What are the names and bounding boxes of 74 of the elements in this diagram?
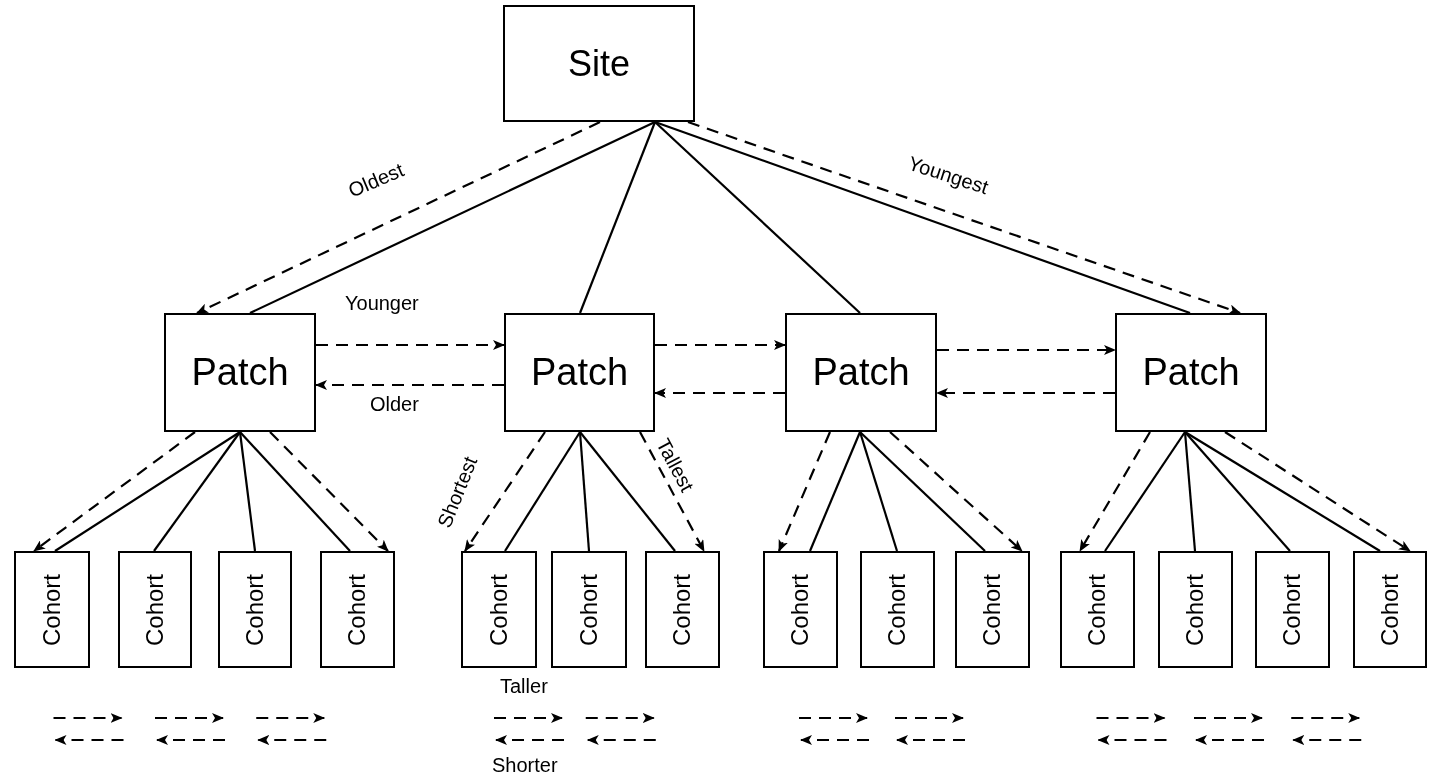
node-label: Site <box>567 41 630 86</box>
dashed-arrow <box>655 340 786 350</box>
cohort-box <box>551 551 627 668</box>
dashed-arrow <box>936 388 1115 398</box>
connector-line <box>54 431 241 552</box>
dashed-arrow <box>639 431 705 552</box>
text-label: Taller <box>500 676 548 696</box>
node-label: Cohort <box>342 573 372 646</box>
connector-line <box>153 431 241 552</box>
node-label: Cohort <box>1375 573 1404 646</box>
patch-box <box>785 313 937 432</box>
site-box <box>503 5 695 122</box>
node-label: Cohort <box>484 573 513 646</box>
patch-box <box>164 313 316 432</box>
connector-line <box>1184 431 1381 552</box>
node-label: Cohort <box>882 573 912 646</box>
node-label: Cohort <box>785 573 815 646</box>
connector-line <box>504 431 581 552</box>
node-label: Patch <box>530 350 629 395</box>
dashed-arrow <box>1079 431 1151 552</box>
connector-line <box>239 431 351 552</box>
connector-line <box>578 431 591 552</box>
dashed-arrow <box>1224 431 1411 552</box>
dashed-arrow <box>269 431 389 552</box>
connector-line <box>249 121 656 314</box>
dashed-arrow <box>315 380 504 390</box>
connector-line <box>859 431 986 552</box>
cohort-box <box>320 551 395 668</box>
cohort-box <box>1255 551 1330 668</box>
connector-line <box>1184 431 1291 552</box>
node-label: Cohort <box>240 573 269 646</box>
dashed-arrow <box>654 388 785 398</box>
node-label: Cohort <box>1277 573 1307 646</box>
node-label: Cohort <box>37 573 66 646</box>
cohort-box <box>118 551 192 668</box>
dashed-arrow <box>937 345 1116 355</box>
patch-box <box>504 313 655 432</box>
cohort-box <box>218 551 292 668</box>
cohort-box <box>461 551 537 668</box>
edge-label: Younger <box>343 293 421 313</box>
cohort-box <box>645 551 720 668</box>
node-label: Cohort <box>667 573 697 646</box>
connector-line <box>238 431 257 552</box>
node-label: Patch <box>191 350 289 395</box>
node-label: Cohort <box>140 573 169 646</box>
dashed-arrow <box>464 431 546 552</box>
cohort-box <box>14 551 90 668</box>
cohort-box <box>1353 551 1427 668</box>
connector-line <box>1183 431 1197 552</box>
connector-line <box>858 431 899 552</box>
cohort-box <box>1060 551 1135 668</box>
node-label: Cohort <box>1082 573 1112 646</box>
cohort-box <box>860 551 935 668</box>
cohort-box <box>763 551 838 668</box>
dashed-arrow <box>889 431 1023 552</box>
connector-line <box>654 121 861 314</box>
node-label: Cohort <box>574 573 603 646</box>
node-label: Patch <box>1142 350 1240 395</box>
node-label: Cohort <box>977 573 1007 646</box>
node-label: Cohort <box>1180 573 1210 646</box>
connector-line <box>809 431 861 552</box>
dashed-arrow <box>33 431 196 552</box>
dashed-arrow <box>316 340 505 350</box>
edge-label: Older <box>368 394 421 414</box>
connector-line <box>578 121 657 314</box>
dashed-arrow <box>778 431 831 552</box>
node-label: Patch <box>812 350 910 395</box>
cohort-box <box>955 551 1030 668</box>
patch-box <box>1115 313 1267 432</box>
dashed-arrow <box>196 121 601 314</box>
text-label: Shorter <box>492 755 558 775</box>
connector-line <box>579 431 676 552</box>
connector-line <box>1104 431 1186 552</box>
cohort-box <box>1158 551 1233 668</box>
